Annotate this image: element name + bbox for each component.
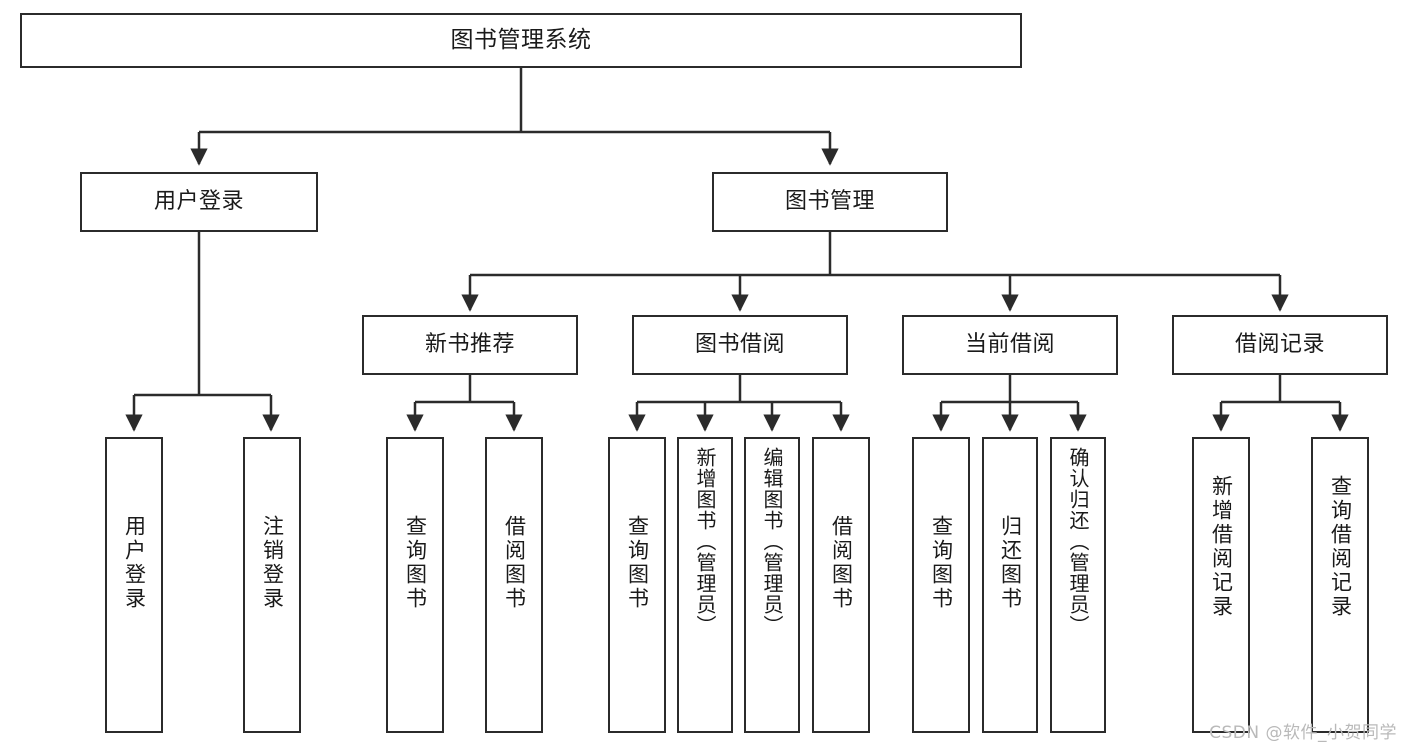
node-label: 借阅记录 (1234, 332, 1325, 358)
node-label: 确认归还（管理员） (1066, 447, 1090, 636)
node-borrow-record[interactable]: 借阅记录 (1172, 315, 1388, 375)
node-label: 注销登录 (260, 515, 285, 611)
node-label: 用户登录 (122, 515, 147, 611)
node-label: 编辑图书（管理员） (760, 447, 784, 636)
node-label: 查询图书 (929, 515, 954, 611)
leaf-logout-login[interactable]: 注销登录 (243, 437, 301, 733)
leaf-query-book-recommend[interactable]: 查询图书 (386, 437, 444, 733)
node-label: 新增图书（管理员） (693, 447, 717, 636)
leaf-borrow-book-borrow[interactable]: 借阅图书 (812, 437, 870, 733)
node-label: 归还图书 (998, 515, 1023, 611)
node-label: 查询借阅记录 (1328, 475, 1353, 619)
leaf-return-book[interactable]: 归还图书 (982, 437, 1038, 733)
node-label: 借阅图书 (502, 515, 527, 611)
leaf-add-borrow-record[interactable]: 新增借阅记录 (1192, 437, 1250, 733)
leaf-query-borrow-record[interactable]: 查询借阅记录 (1311, 437, 1369, 733)
node-book-borrow[interactable]: 图书借阅 (632, 315, 848, 375)
node-label: 查询图书 (625, 515, 650, 611)
leaf-query-book-borrow[interactable]: 查询图书 (608, 437, 666, 733)
leaf-confirm-return-admin[interactable]: 确认归还（管理员） (1050, 437, 1106, 733)
leaf-edit-book-admin[interactable]: 编辑图书（管理员） (744, 437, 800, 733)
node-label: 查询图书 (403, 515, 428, 611)
node-current-borrow[interactable]: 当前借阅 (902, 315, 1118, 375)
node-book-manage[interactable]: 图书管理 (712, 172, 948, 232)
node-label: 用户登录 (153, 189, 244, 215)
node-root-system[interactable]: 图书管理系统 (20, 13, 1022, 68)
node-label: 新书推荐 (424, 332, 515, 358)
node-label: 当前借阅 (964, 332, 1055, 358)
node-label: 图书管理系统 (450, 26, 592, 53)
node-new-book-recommend[interactable]: 新书推荐 (362, 315, 578, 375)
node-label: 借阅图书 (829, 515, 854, 611)
watermark-text: CSDN @软件_小贺同学 (1209, 723, 1397, 743)
node-label: 新增借阅记录 (1209, 475, 1234, 619)
node-label: 图书借阅 (694, 332, 785, 358)
leaf-query-book-current[interactable]: 查询图书 (912, 437, 970, 733)
leaf-user-login[interactable]: 用户登录 (105, 437, 163, 733)
leaf-borrow-book-recommend[interactable]: 借阅图书 (485, 437, 543, 733)
leaf-add-book-admin[interactable]: 新增图书（管理员） (677, 437, 733, 733)
node-label: 图书管理 (784, 189, 875, 215)
node-user-login[interactable]: 用户登录 (80, 172, 318, 232)
